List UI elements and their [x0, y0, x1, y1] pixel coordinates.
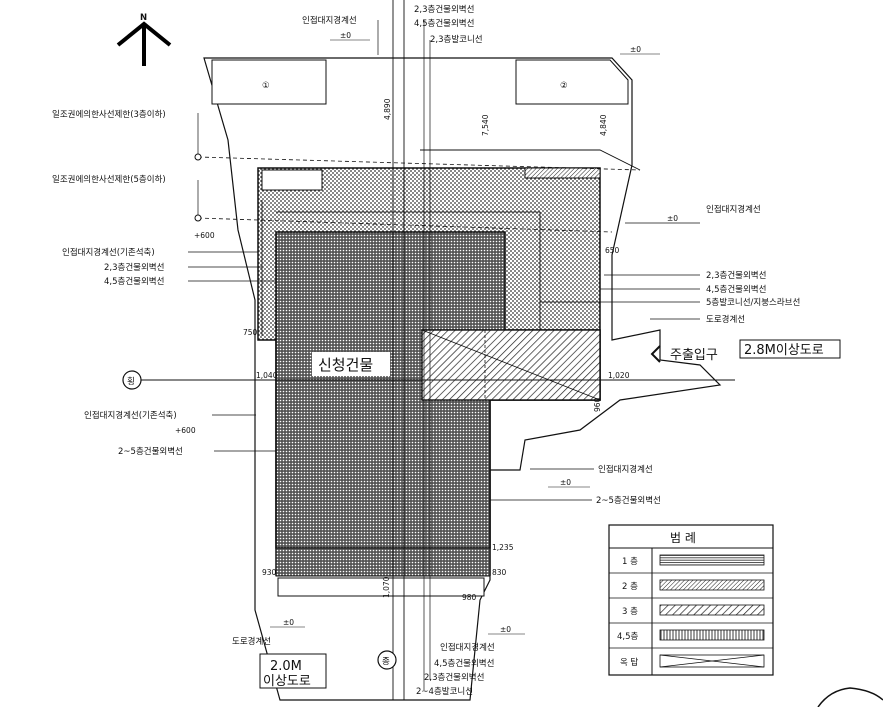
label-bottom-23-wall: 2,3층건물외벽선 [424, 672, 484, 683]
building-label: 신청건물 [318, 356, 373, 374]
label-right-5f-balcony: 5층발코니선/지붕스라브선 [706, 297, 800, 308]
level-bottom: ±0 [500, 625, 511, 634]
entrance-arrow-icon [650, 345, 661, 363]
bottom-floor-band [275, 547, 491, 577]
label-sun3: 일조권에의한사선제한(3층이하) [52, 109, 166, 120]
label-top-23-balcony: 2,3층발코니선 [430, 34, 483, 45]
level-right-2: ±0 [560, 478, 571, 487]
label-left-45-wall: 4,5층건물외벽선 [104, 276, 164, 287]
label-road-bottom-2: 이상도로 [263, 674, 311, 689]
label-bottom-45-wall: 4,5층건물외벽선 [434, 658, 494, 669]
dim-980: 980 [462, 593, 477, 602]
dim-830: 830 [492, 568, 507, 577]
label-right-road-boundary: 도로경계선 [706, 314, 745, 325]
legend-row-floor3: 3 층 [622, 607, 638, 617]
lot-2-label: ② [560, 81, 568, 91]
label-main-entrance: 주출입구 [670, 348, 718, 363]
legend-swatch-floor3 [659, 604, 765, 616]
label-right-adj-boundary-2: 인접대지경계선 [598, 464, 653, 475]
level-bottomleft: ±0 [283, 618, 294, 627]
label-right-adj-boundary: 인접대지경계선 [706, 204, 761, 215]
dim-1040: 1,040 [256, 371, 278, 380]
dim-930: 930 [262, 568, 277, 577]
legend-swatch-floor45 [659, 629, 765, 641]
label-right-23-wall: 2,3층건물외벽선 [706, 270, 766, 281]
north-arrow-icon: N [116, 13, 172, 66]
dim-1020: 1,020 [608, 371, 630, 380]
level-topright: ±0 [630, 45, 641, 54]
dim-4840: 4,840 [599, 114, 608, 136]
legend-row-rooftop: 옥 탑 [620, 657, 639, 668]
lot-1-label: ① [262, 81, 270, 91]
label-left-adj-retaining: 인접대지경계선(기존석축) [62, 247, 155, 258]
stamp-fragment-icon [817, 687, 883, 707]
label-right-45-wall: 4,5층건물외벽선 [706, 284, 766, 295]
label-bottom-24-balcony: 2~4층발코니선 [416, 686, 473, 697]
level-top: ±0 [340, 31, 351, 40]
label-road-bottom-1: 2.0M [270, 659, 302, 674]
dim-7540: 7,540 [481, 114, 490, 136]
label-left-adj-retaining-2: 인접대지경계선(기존석축) [84, 410, 177, 421]
dim-1235: 1,235 [492, 543, 514, 552]
top-right-balcony [524, 167, 601, 179]
label-top-adj-boundary: 인접대지경계선 [302, 15, 357, 26]
legend-swatch-floor2 [659, 579, 765, 591]
level-right: ±0 [667, 214, 678, 223]
legend-row-floor2: 2 층 [622, 582, 638, 592]
dim-1070: 1,070 [382, 576, 391, 598]
level-plus600-a: +600 [194, 231, 215, 240]
label-top-45-wall: 4,5층건물외벽선 [414, 18, 474, 29]
label-right-25-wall: 2~5층건물외벽선 [596, 495, 661, 506]
lot-1-area [211, 59, 327, 105]
top-left-notch [261, 169, 323, 191]
label-sun5: 일조권에의한사선제한(5층이하) [52, 174, 166, 185]
dim-650: 650 [605, 246, 620, 255]
label-road-right: 2.8M이상도로 [744, 343, 824, 358]
label-top-23-wall: 2,3층건물외벽선 [414, 4, 474, 15]
label-left-25-wall: 2~5층건물외벽선 [118, 446, 183, 457]
legend: 범 례 1 층 2 층 3 층 4,5층 옥 탑 [608, 524, 774, 676]
dim-750: 750 [243, 328, 258, 337]
legend-swatch-floor1 [659, 554, 765, 566]
legend-row-floor45: 4,5층 [617, 632, 639, 642]
lot-2-area [515, 59, 629, 105]
legend-swatch-rooftop [659, 654, 765, 668]
site-boundary [203, 57, 722, 701]
north-label: N [140, 13, 147, 23]
legend-title: 범 례 [670, 531, 696, 545]
bottom-balcony-band [277, 577, 485, 597]
level-plus600-b: +600 [175, 426, 196, 435]
dim-4890: 4,890 [383, 98, 392, 120]
section-v-marker: 종 [382, 657, 390, 667]
section-h-marker: 횡 [127, 376, 135, 387]
dim-960: 960 [593, 397, 602, 412]
label-left-23-wall: 2,3층건물외벽선 [104, 262, 164, 273]
label-left-road-boundary: 도로경계선 [232, 636, 271, 647]
legend-row-floor1: 1 층 [622, 557, 638, 567]
label-bottom-adj-boundary: 인접대지경계선 [440, 642, 495, 653]
